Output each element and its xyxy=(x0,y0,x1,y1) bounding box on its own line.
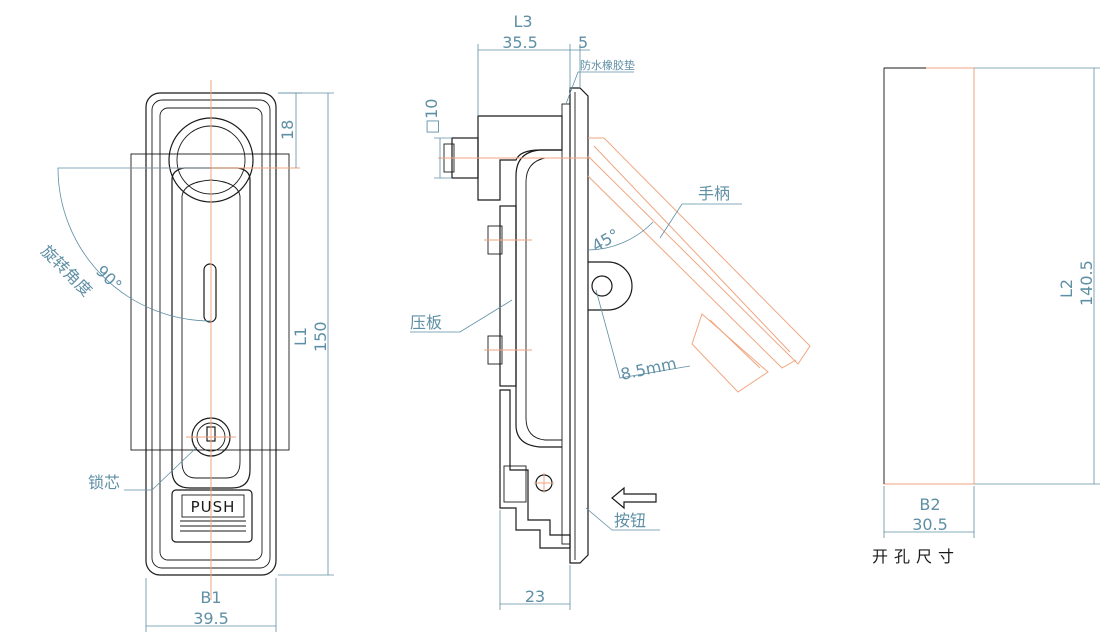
front-view: PUSH 90° 旋转角度 锁芯 18 L1 150 B1 39.5 xyxy=(37,80,334,632)
hinge-hole xyxy=(591,275,613,297)
handle-grip-end xyxy=(691,313,769,393)
button-label: 按钮 xyxy=(614,511,646,530)
dim-b1-name: B1 xyxy=(200,588,221,607)
handle-slot xyxy=(203,263,217,323)
lower-latch xyxy=(499,389,571,549)
side-gasket xyxy=(561,103,571,545)
dim-18-value: 18 xyxy=(278,120,297,140)
dim-l2-name: L2 xyxy=(1057,279,1076,298)
raised-handle-inner xyxy=(593,145,791,353)
raised-handle xyxy=(587,137,811,365)
handle-grip-line xyxy=(709,319,761,369)
side-view: 45° 手柄 压板 8.5mm 按钮 L3 35.5 5 防水橡胶垫 □10 xyxy=(410,12,811,610)
hole-leader xyxy=(595,289,691,379)
push-button-label-box xyxy=(181,494,245,518)
button-arrow xyxy=(611,486,657,510)
gasket-label: 防水橡胶垫 xyxy=(580,58,635,72)
dim-23-value: 23 xyxy=(525,587,545,606)
dim-l1-name: L1 xyxy=(291,327,310,346)
dim-l2-value: 140.5 xyxy=(1077,260,1096,306)
front-handle xyxy=(171,167,251,489)
rotation-angle-label: 旋转角度 xyxy=(37,241,96,300)
lock-core-label: 锁芯 xyxy=(88,473,120,492)
gasket-leader xyxy=(565,71,634,105)
lock-core-leader xyxy=(124,446,198,491)
pressure-plate xyxy=(499,205,517,387)
dim-b2-value: 30.5 xyxy=(912,515,948,534)
dim-b1-value: 39.5 xyxy=(193,609,229,628)
handle-angle-arc xyxy=(587,221,654,251)
pressure-plate-label: 压板 xyxy=(410,313,442,332)
side-body xyxy=(515,149,562,448)
rotation-angle-value: 90° xyxy=(92,261,125,294)
dim-bolt-value: □10 xyxy=(422,99,441,134)
lower-latch-block xyxy=(503,465,527,503)
front-handle-inner xyxy=(181,179,241,479)
side-flange xyxy=(569,87,589,564)
dim-l3-name: L3 xyxy=(513,12,532,31)
cutout-rectangle xyxy=(883,67,975,485)
top-bolt-housing xyxy=(477,115,563,201)
push-label: PUSH xyxy=(191,498,236,516)
rotation-angle-arc xyxy=(57,167,212,322)
hinge-lug xyxy=(588,261,633,311)
pressure-plate-leader xyxy=(410,299,513,333)
front-mounting-plate xyxy=(130,153,290,451)
handle-leader xyxy=(659,203,742,239)
handle-label: 手柄 xyxy=(698,184,730,203)
cutout-view: L2 140.5 B2 30.5 开孔尺寸 xyxy=(872,67,1100,566)
push-button-frame xyxy=(171,489,253,543)
raised-handle-edge xyxy=(587,175,797,369)
dim-b2-name: B2 xyxy=(919,495,940,514)
side-body-inner xyxy=(525,157,562,441)
hole-label: 8.5mm xyxy=(619,354,678,384)
cutout-caption: 开孔尺寸 xyxy=(872,547,960,566)
button-leader xyxy=(585,507,660,531)
dim-l1-value: 150 xyxy=(311,321,330,352)
handle-angle-value: 45° xyxy=(589,225,623,256)
dim-5-value: 5 xyxy=(578,33,588,52)
dim-l3-value: 35.5 xyxy=(502,33,538,52)
